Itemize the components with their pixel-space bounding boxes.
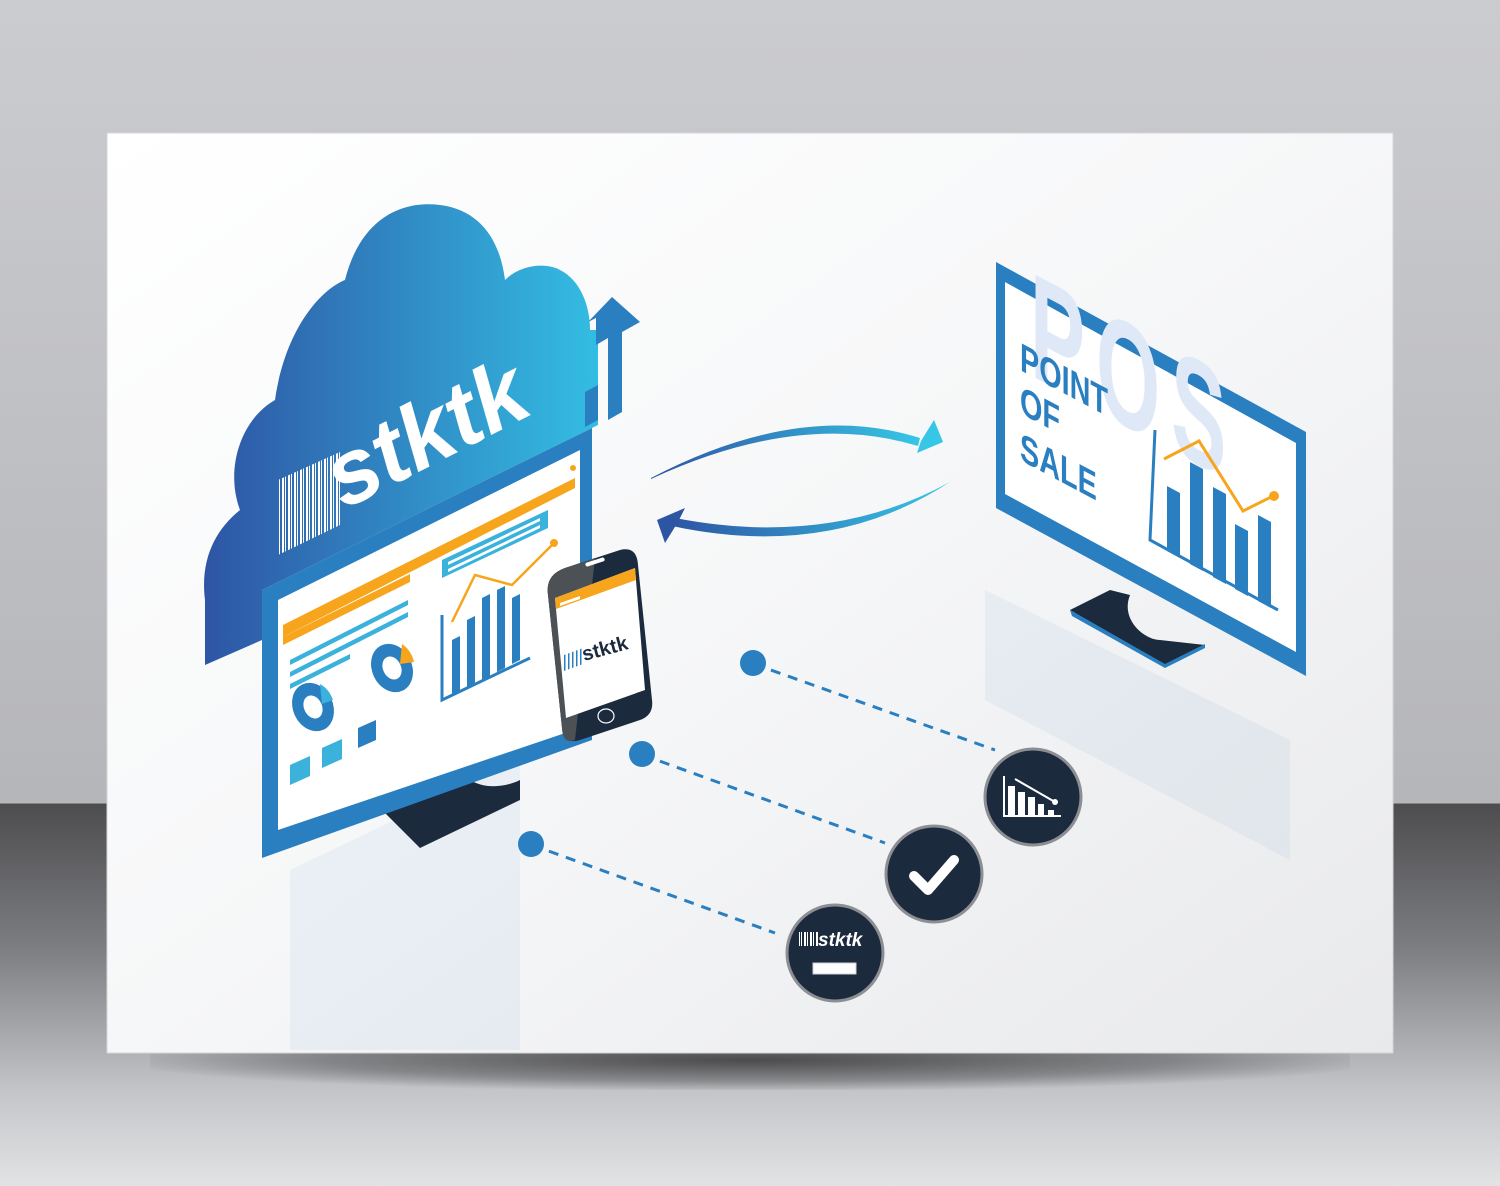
checkmark-icon: [909, 855, 959, 895]
sync-arrow-to-pos: [651, 420, 943, 479]
decline-chart-badge: [983, 747, 1083, 847]
point-of-sale-monitor: POS POINT OF SALE: [996, 241, 1306, 676]
declining-bar-chart-icon: [1003, 776, 1061, 817]
connector-lines: [531, 662, 996, 935]
donut-chart-icon: [292, 682, 334, 732]
sync-arrow-to-cloud: [657, 482, 950, 543]
pos-bar-chart-icon: [1148, 429, 1279, 612]
arrow-head-left-icon: [657, 508, 685, 543]
badge-brand-text: stktk: [818, 930, 864, 951]
monitor-stand: [1070, 590, 1205, 665]
connector-dot: [629, 741, 655, 767]
cloud-dashboard-monitor: [262, 428, 592, 858]
check-badge: [884, 824, 984, 924]
reflection-right: [985, 590, 1290, 860]
bar-chart-icon: [440, 539, 558, 703]
connector-dot: [518, 831, 544, 857]
growth-arrow-icon: [588, 297, 640, 420]
barcode-logo-icon: [799, 932, 818, 946]
barcode-logo-icon: [278, 452, 340, 555]
cloud-graphic: stktk: [204, 204, 640, 666]
donut-chart-icon: [371, 643, 414, 693]
arrow-head-right-icon: [917, 420, 943, 453]
mobile-phone: stktk: [547, 549, 653, 742]
connector-dot: [740, 650, 766, 676]
stktk-badge: stktk: [785, 903, 885, 1003]
reflection-left: [290, 760, 520, 1050]
